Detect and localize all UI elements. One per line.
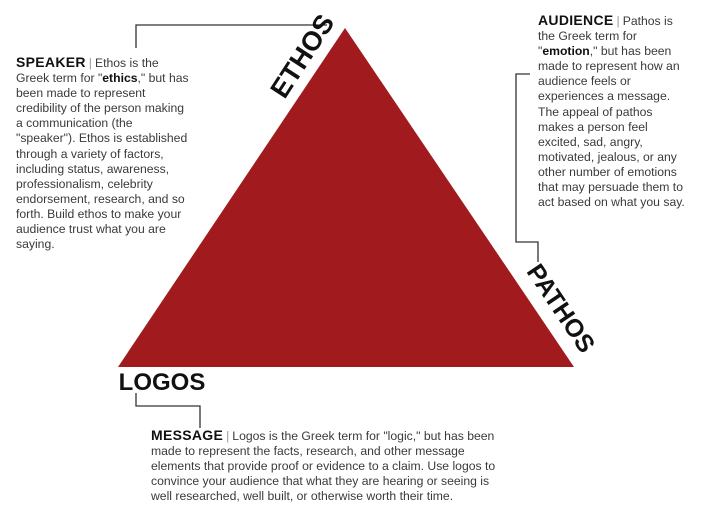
connector-ethos-speaker xyxy=(135,24,327,48)
audience-description: AUDIENCE|Pathos is the Greek term for "e… xyxy=(538,12,688,210)
speaker-text-before: Ethos is the Greek term for " xyxy=(16,56,159,86)
speaker-text-after: ," but has been made to represent credib… xyxy=(16,71,189,252)
audience-keyword: emotion xyxy=(542,44,590,59)
connector-logos-message xyxy=(135,393,201,428)
connector-pathos-audience xyxy=(515,73,539,262)
message-separator: | xyxy=(226,429,230,443)
speaker-description: SPEAKER|Ethos is the Greek term for "eth… xyxy=(16,54,194,252)
speaker-heading: SPEAKER xyxy=(16,54,86,70)
message-text: Logos is the Greek term for "logic," but… xyxy=(151,429,496,504)
logos-label: LOGOS xyxy=(119,369,206,396)
audience-text-before: Pathos is the Greek term for " xyxy=(538,14,673,59)
rhetorical-triangle xyxy=(118,28,574,367)
audience-separator: | xyxy=(616,14,620,28)
audience-heading: AUDIENCE xyxy=(538,12,614,28)
message-heading: MESSAGE xyxy=(151,427,224,443)
message-description: MESSAGE|Logos is the Greek term for "log… xyxy=(151,427,511,504)
speaker-separator: | xyxy=(88,56,92,70)
audience-text-after: ," but has been made to represent how an… xyxy=(538,44,685,210)
speaker-keyword: ethics xyxy=(102,71,138,86)
